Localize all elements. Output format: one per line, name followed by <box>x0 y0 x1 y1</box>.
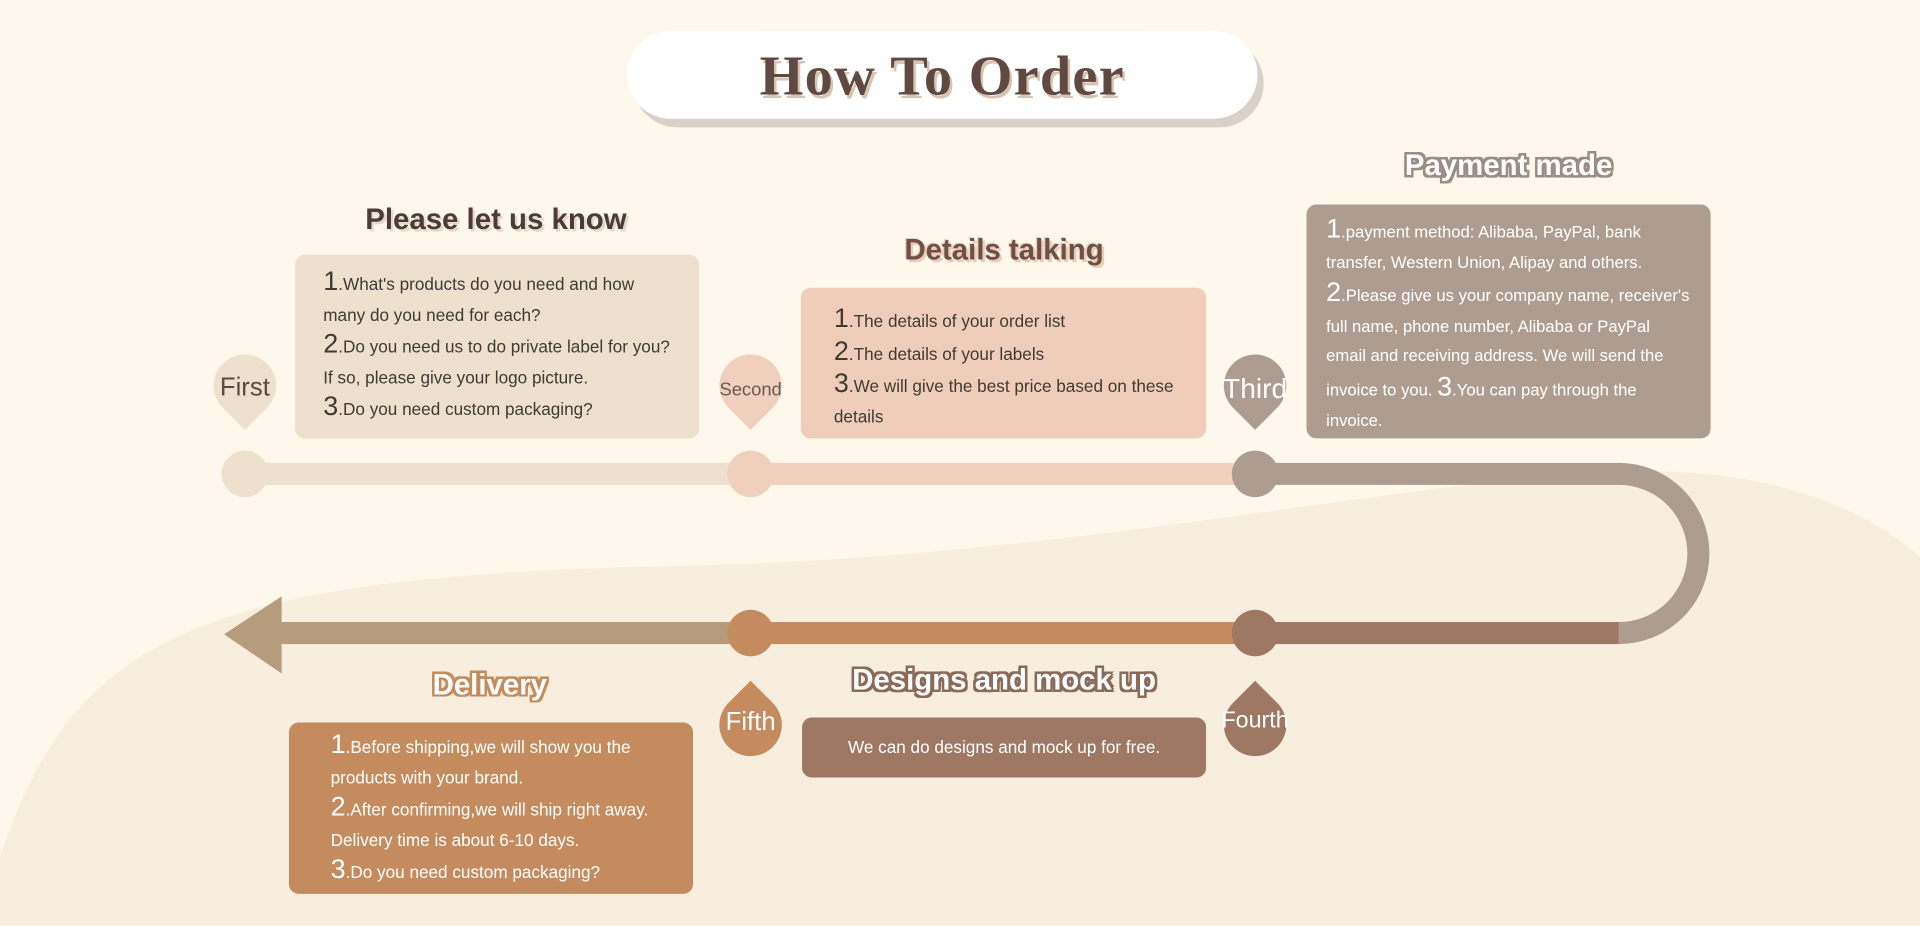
node-2 <box>727 450 774 498</box>
page-title: How To Order <box>759 43 1125 106</box>
node-1 <box>221 450 269 498</box>
title-banner: How To Order <box>626 30 1258 119</box>
step-1-marker-label: First <box>219 373 270 402</box>
track-u-turn <box>1618 462 1710 645</box>
step-1-item-3: 3.Do you need custom packaging? <box>323 391 593 422</box>
track-segment-3 <box>1255 462 1623 485</box>
step-5-item-2: 2.After confirming,we will ship right aw… <box>330 791 649 850</box>
step-3-marker: Third <box>1210 341 1300 437</box>
step-3-heading: Payment made <box>1404 149 1613 183</box>
step-2-heading: Details talking <box>904 233 1104 267</box>
track-segment-5 <box>750 622 1256 645</box>
step-5-item-1: 1.Before shipping,we will show you the p… <box>330 728 631 787</box>
step-2-box: 1.The details of your order list 2.The d… <box>800 287 1207 439</box>
step-4-marker-label: Fourth <box>1221 707 1289 734</box>
step-3-marker-label: Third <box>1223 372 1288 405</box>
step-1-heading: Please let us know <box>365 203 627 237</box>
node-5 <box>727 609 774 657</box>
step-4-marker: Fourth <box>1210 673 1300 770</box>
step-3-item-2-3: 2.Please give us your company name, rece… <box>1326 276 1690 430</box>
track-segment-1 <box>244 462 751 485</box>
node-4 <box>1231 609 1279 657</box>
step-5-item-3: 3.Do you need custom packaging? <box>330 853 601 885</box>
step-5-heading: Delivery <box>432 668 547 702</box>
step-1-item-1: 1.What's products do you need and how ma… <box>323 265 635 324</box>
step-4-box: We can do designs and mock up for free. <box>802 717 1207 778</box>
step-5-box: 1.Before shipping,we will show you the p… <box>288 722 694 894</box>
track-segment-4 <box>1255 622 1619 645</box>
step-2-item-2: 2.The details of your labels <box>833 335 1045 366</box>
node-3 <box>1231 450 1279 498</box>
step-5-marker: Fifth <box>706 673 795 770</box>
step-3-item-1: 1.payment method: Alibaba, PayPal, bank … <box>1326 213 1643 272</box>
track-segment-2 <box>750 462 1256 485</box>
arrow-head <box>224 596 282 674</box>
step-1-box: 1.What's products do you need and how ma… <box>295 254 700 439</box>
step-3-box: 1.payment method: Alibaba, PayPal, bank … <box>1306 204 1711 439</box>
step-2-item-3: 3.We will give the best price based on t… <box>833 367 1174 426</box>
step-4-text: We can do designs and mock up for free. <box>847 737 1161 757</box>
step-1-item-2: 2.Do you need us to do private label for… <box>323 328 670 387</box>
step-2-marker: Second <box>706 341 795 437</box>
track-segment-6 <box>279 622 751 645</box>
step-5-marker-label: Fifth <box>725 707 776 736</box>
step-4-heading: Designs and mock up <box>852 663 1156 697</box>
step-1-marker: First <box>200 341 290 437</box>
step-2-marker-label: Second <box>719 379 782 401</box>
step-2-item-1: 1.The details of your order list <box>833 302 1066 334</box>
